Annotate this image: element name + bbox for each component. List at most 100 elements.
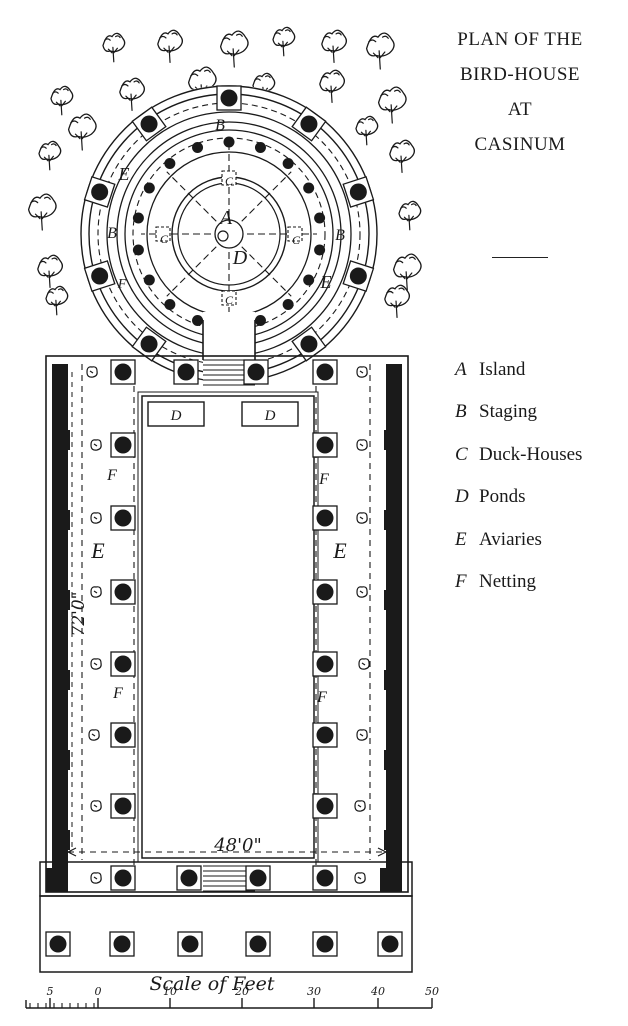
tree-canopy-icon <box>321 29 347 52</box>
hall-column <box>377 931 403 957</box>
column-shaft <box>91 183 109 201</box>
tree-trunk-icon <box>30 196 51 231</box>
inner-column <box>164 298 176 310</box>
hall-column <box>45 931 71 957</box>
wall-niche <box>62 670 70 690</box>
tree-canopy-icon <box>389 139 415 162</box>
shrub-icon <box>356 366 368 378</box>
hall-column <box>312 505 338 531</box>
tree-trunk-icon <box>222 33 243 68</box>
hall-column <box>110 722 136 748</box>
inner-column <box>223 136 235 148</box>
shrub-icon <box>356 586 368 598</box>
tree-canopy-icon <box>365 32 395 57</box>
column-shaft <box>220 89 238 107</box>
column-shaft <box>114 363 132 381</box>
scale-tick-label: 5 <box>47 985 54 998</box>
title-rule <box>492 257 548 258</box>
portico-pier-left <box>46 868 68 892</box>
label-duck-house: C <box>292 233 301 247</box>
wall-niche <box>384 830 392 850</box>
legend-label: Aviaries <box>479 528 542 550</box>
tree-trunk-icon <box>323 32 342 64</box>
tree-trunk-icon <box>386 287 405 319</box>
column-shaft <box>300 115 318 133</box>
label-pond: D <box>232 247 248 269</box>
tree-trunk-icon <box>121 80 140 112</box>
title-line-2: BIRD-HOUSE <box>459 64 581 85</box>
tree-trunk-icon <box>395 256 416 291</box>
shrub-icon <box>90 512 102 524</box>
label-staging: B <box>215 117 225 134</box>
tree-icon <box>37 254 63 289</box>
tree-icon <box>355 115 379 146</box>
label-island: A <box>218 207 233 229</box>
inner-column <box>314 212 326 224</box>
pond-left <box>147 401 205 427</box>
column-shaft <box>114 436 132 454</box>
tree-trunk-icon <box>274 29 291 57</box>
tree-canopy-icon <box>377 86 407 111</box>
rotunda <box>80 85 378 412</box>
tree-trunk-icon <box>380 89 401 124</box>
legend-label: Duck-Houses <box>479 443 583 465</box>
hall-column <box>243 359 269 385</box>
hall-column <box>110 359 136 385</box>
tree-icon <box>365 32 395 70</box>
column-shaft <box>316 583 334 601</box>
column-shaft <box>316 797 334 815</box>
inner-column <box>303 182 315 194</box>
scale-tick-label: 40 <box>370 985 385 998</box>
hall-column <box>173 359 199 385</box>
radial-passage <box>166 171 217 222</box>
title-line-4: CASINUM <box>474 134 566 155</box>
tree-trunk-icon <box>368 35 389 70</box>
inner-column <box>164 158 176 170</box>
legend-label: Netting <box>479 570 536 592</box>
inner-column <box>132 212 144 224</box>
column-shaft <box>91 267 109 285</box>
tree-trunk-icon <box>47 288 64 316</box>
tree-icon <box>27 193 57 231</box>
island-center <box>217 230 229 242</box>
inner-column <box>282 298 294 310</box>
wall-niche <box>62 750 70 770</box>
outer-column <box>342 260 375 292</box>
inner-column <box>254 314 266 326</box>
tree-icon <box>272 26 296 57</box>
hall-column <box>312 865 338 891</box>
shrub-icon <box>354 800 366 812</box>
tree-icon <box>157 29 183 64</box>
tree-canopy-icon <box>272 26 296 47</box>
tree-icon <box>45 285 69 316</box>
tree-icon <box>219 30 249 68</box>
tree-canopy-icon <box>50 85 74 106</box>
inner-column <box>282 158 294 170</box>
hall-column <box>110 793 136 819</box>
column-shaft <box>114 655 132 673</box>
inner-column <box>303 274 315 286</box>
outer-column <box>291 326 327 362</box>
outer-column <box>342 176 375 208</box>
tree-icon <box>377 86 407 124</box>
legend-label: Island <box>479 359 526 380</box>
tree-canopy-icon <box>102 32 126 53</box>
duck-house <box>221 170 237 186</box>
outer-column <box>216 85 242 111</box>
column-shaft <box>114 509 132 527</box>
column-shaft <box>381 935 399 953</box>
portico <box>39 895 413 973</box>
hall-outline <box>45 355 409 893</box>
inner-column <box>143 274 155 286</box>
scale-tick-label: 20 <box>234 985 249 998</box>
plan-title: PLAN OF THE BIRD-HOUSE AT CASINUM <box>430 22 610 162</box>
column-shaft <box>180 869 198 887</box>
wall-niche <box>384 590 392 610</box>
legend-key: C <box>455 443 468 465</box>
tree-icon <box>50 85 74 116</box>
column-shaft <box>316 509 334 527</box>
